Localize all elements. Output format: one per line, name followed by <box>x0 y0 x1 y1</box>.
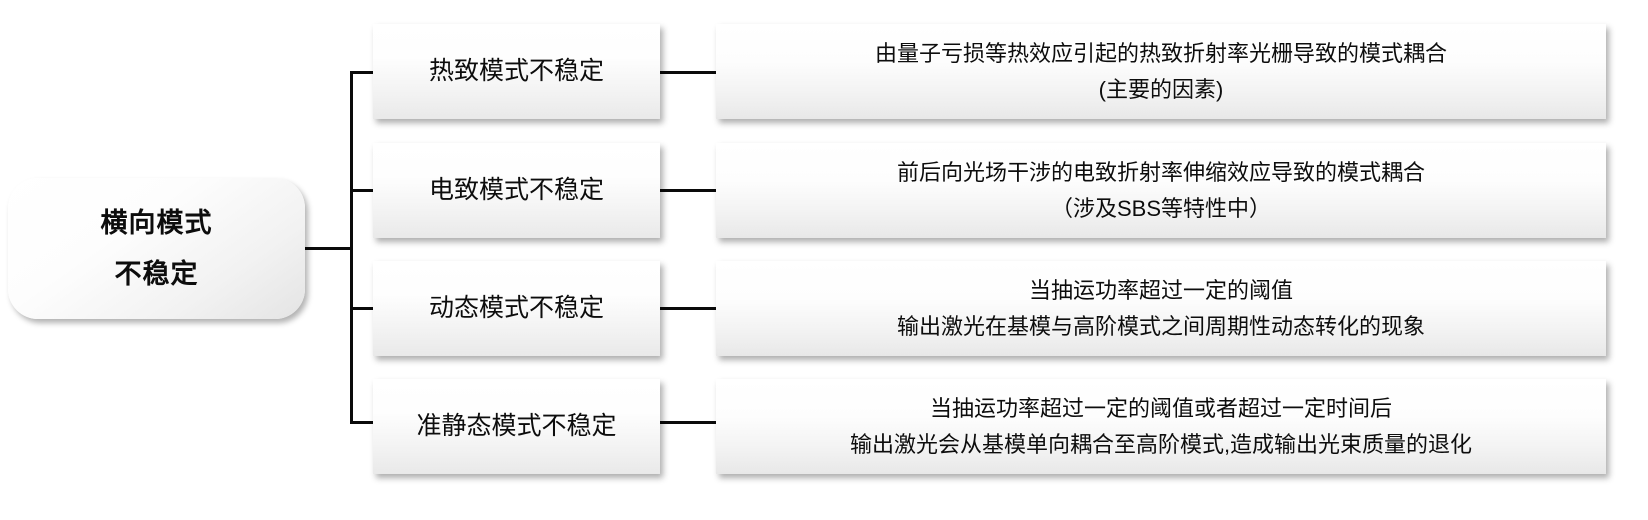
detail-node-1-line-1: 由量子亏损等热效应引起的热致折射率光栅导致的模式耦合 <box>874 40 1447 66</box>
detail-node-4[interactable]: 当抽运功率超过一定的阈值或者超过一定时间后 输出激光会从基模单向耦合至高阶模式,… <box>716 379 1606 474</box>
root-node-line-1: 横向模式 <box>100 208 213 239</box>
detail-node-3-line-2: 输出激光在基模与高阶模式之间周期性动态转化的现象 <box>896 313 1425 339</box>
root-node[interactable]: 横向模式 不稳定 <box>8 178 305 319</box>
connector-branch-3-to-detail <box>660 307 718 310</box>
connector-trunk <box>350 71 353 424</box>
connector-trunk-to-branch-3 <box>350 307 375 310</box>
detail-node-4-line-1: 当抽运功率超过一定的阈值或者超过一定时间后 <box>929 395 1392 421</box>
detail-node-3-line-1: 当抽运功率超过一定的阈值 <box>1028 277 1293 303</box>
connector-branch-1-to-detail <box>660 71 718 74</box>
branch-node-1[interactable]: 热致模式不稳定 <box>373 24 660 119</box>
connector-root-stub <box>305 247 353 250</box>
branch-node-1-label: 热致模式不稳定 <box>428 56 604 85</box>
detail-node-3[interactable]: 当抽运功率超过一定的阈值 输出激光在基模与高阶模式之间周期性动态转化的现象 <box>716 261 1606 356</box>
connector-trunk-to-branch-1 <box>350 71 375 74</box>
branch-node-3-label: 动态模式不稳定 <box>428 293 604 322</box>
branch-node-2[interactable]: 电致模式不稳定 <box>373 143 660 238</box>
detail-node-1[interactable]: 由量子亏损等热效应引起的热致折射率光栅导致的模式耦合 (主要的因素) <box>716 24 1606 119</box>
root-node-line-2: 不稳定 <box>114 258 199 289</box>
detail-node-2-line-1: 前后向光场干涉的电致折射率伸缩效应导致的模式耦合 <box>896 159 1425 185</box>
detail-node-2-line-2: （涉及SBS等特性中） <box>1050 195 1272 221</box>
branch-node-4[interactable]: 准静态模式不稳定 <box>373 379 660 474</box>
connector-branch-4-to-detail <box>660 421 718 424</box>
detail-node-1-line-2: (主要的因素) <box>1098 76 1224 102</box>
detail-node-4-line-2: 输出激光会从基模单向耦合至高阶模式,造成输出光束质量的退化 <box>849 431 1473 457</box>
branch-node-3[interactable]: 动态模式不稳定 <box>373 261 660 356</box>
branch-node-2-label: 电致模式不稳定 <box>428 175 604 204</box>
connector-trunk-to-branch-4 <box>350 421 375 424</box>
connector-branch-2-to-detail <box>660 189 718 192</box>
detail-node-2[interactable]: 前后向光场干涉的电致折射率伸缩效应导致的模式耦合 （涉及SBS等特性中） <box>716 143 1606 238</box>
connector-trunk-to-branch-2 <box>350 189 375 192</box>
branch-node-4-label: 准静态模式不稳定 <box>416 411 617 440</box>
